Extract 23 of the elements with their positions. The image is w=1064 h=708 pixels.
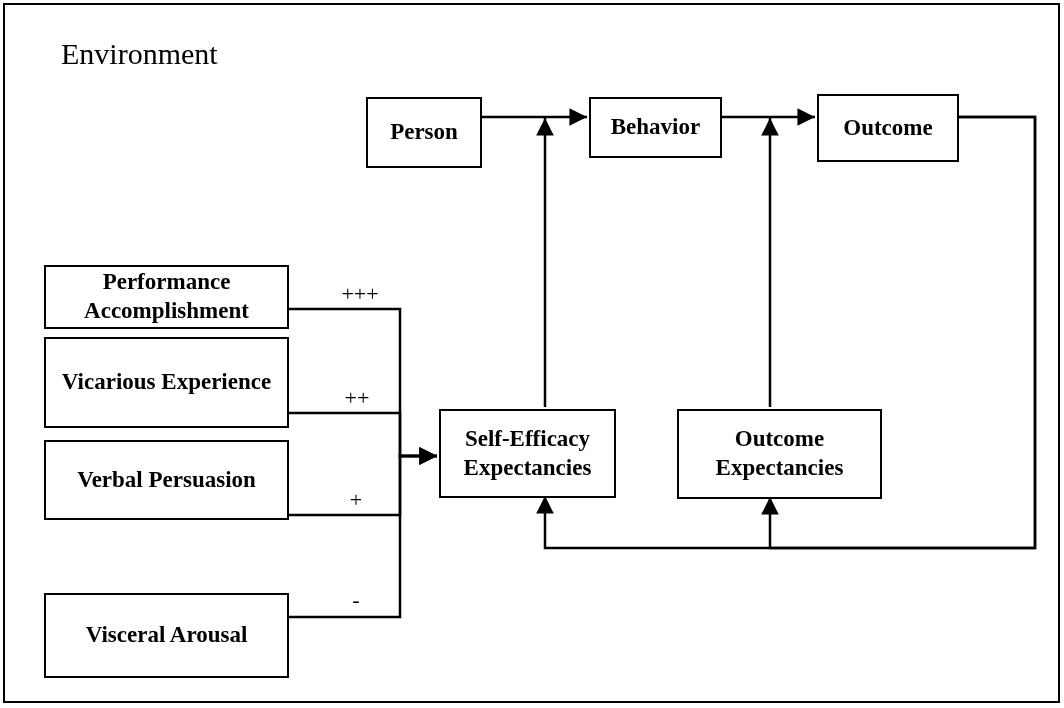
process-box — [44, 593, 289, 678]
arrow — [761, 118, 779, 407]
process-box — [44, 265, 289, 329]
frame-title: Environment — [61, 36, 218, 72]
process-box — [439, 409, 616, 498]
process-box — [44, 337, 289, 428]
box-label: Self-Efficacy Expectancies — [462, 424, 593, 482]
arrow — [761, 115, 1037, 550]
box-label: Behavior — [610, 113, 701, 142]
environment-frame — [3, 3, 1060, 703]
process-box — [817, 94, 959, 162]
process-box — [44, 440, 289, 520]
process-box — [366, 97, 482, 168]
box-label: Outcome Expectancies — [714, 425, 845, 482]
box-label: Outcome — [843, 113, 933, 142]
box-label: Performance Accomplishment — [83, 268, 250, 325]
box-label: Visceral Arousal — [85, 621, 248, 650]
arrow — [536, 118, 554, 407]
process-box — [589, 97, 722, 158]
box-label: Vicarious Experience — [61, 368, 272, 397]
box-label: Person — [390, 118, 458, 147]
box-label: Verbal Persuasion — [77, 465, 256, 494]
process-box — [677, 409, 882, 499]
